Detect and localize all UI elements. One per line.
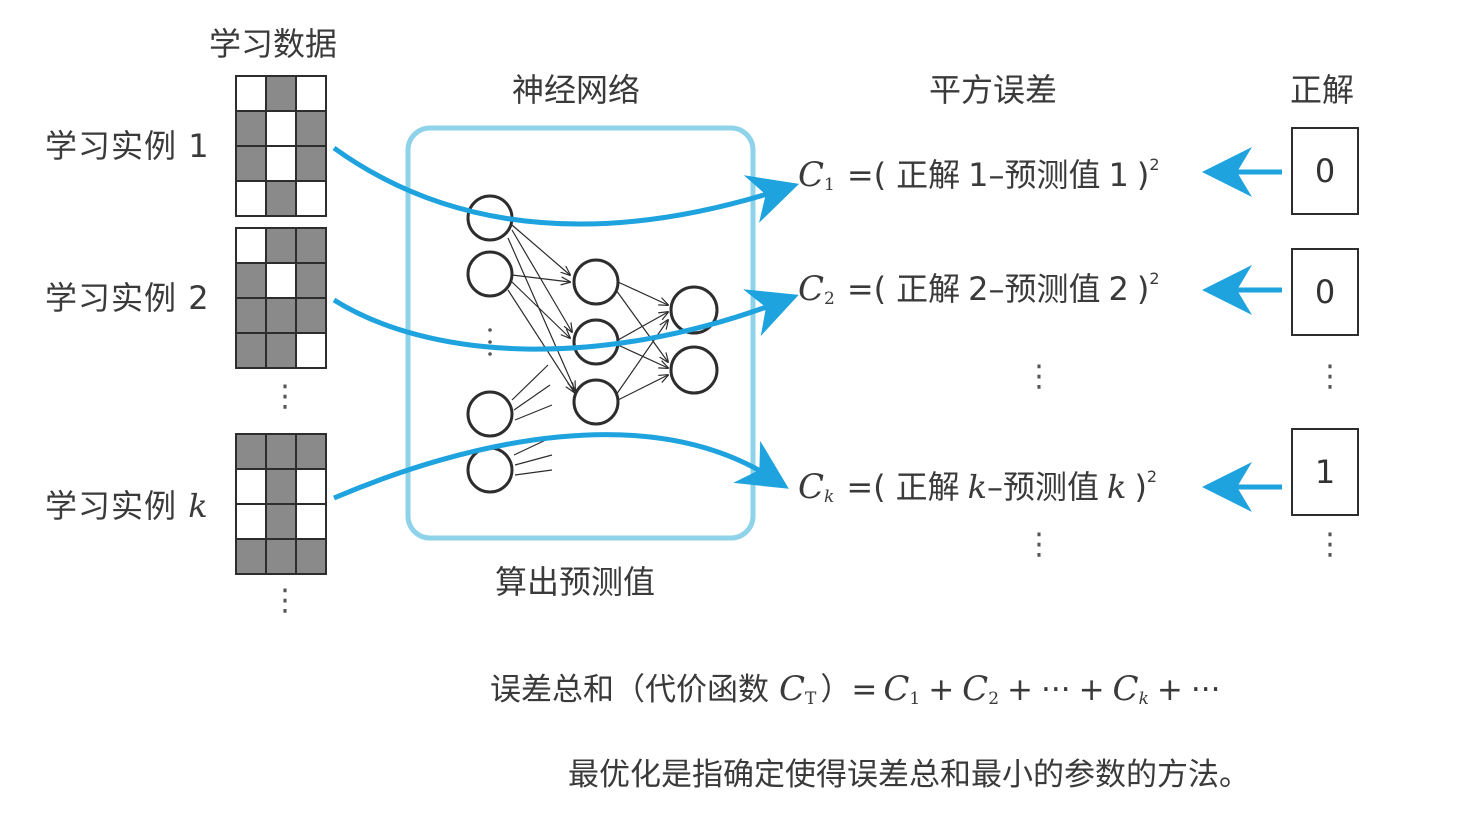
grid-cell: [265, 75, 297, 112]
grid-cell: [265, 468, 297, 505]
flow-arrow-1: [332, 145, 800, 227]
grid-cell: [265, 433, 297, 470]
training-example-grid-k: [235, 433, 327, 575]
examples-ellipsis: ⋮: [270, 379, 300, 414]
grid-cell: [265, 503, 297, 540]
grid-cell: [265, 332, 297, 369]
grid-cell: [295, 180, 327, 217]
error-ellipsis-2: ⋮: [1024, 527, 1054, 562]
conclusion-text: 最优化是指确定使得误差总和最小的参数的方法。: [568, 757, 1250, 793]
grid-cell: [265, 538, 297, 575]
training-example-grid-2: [235, 227, 327, 369]
grid-cell: [295, 297, 327, 334]
output-node: [669, 285, 719, 335]
hidden-node: [572, 318, 620, 366]
grid-cell: [295, 227, 327, 264]
answer-ellipsis-2: ⋮: [1315, 527, 1345, 562]
grid-cell: [265, 180, 297, 217]
neural-network-header: 神经网络: [512, 71, 641, 109]
hidden-node: [572, 258, 620, 306]
grid-cell: [295, 433, 327, 470]
answer-box-k: 1: [1291, 428, 1359, 516]
grid-cell: [265, 110, 297, 147]
example-label-1: 学习实例 1: [45, 127, 210, 165]
input-node: [466, 390, 514, 438]
flow-arrow-2: [332, 289, 799, 352]
training-data-header: 学习数据: [209, 25, 338, 63]
network-connections: [507, 224, 668, 476]
correct-answer-header: 正解: [1290, 71, 1355, 109]
grid-cell: [295, 110, 327, 147]
answer-ellipsis-1: ⋮: [1315, 359, 1345, 394]
grid-cell: [295, 468, 327, 505]
grid-cell: [235, 110, 267, 147]
grid-cell: [235, 75, 267, 112]
hidden-node: [572, 378, 620, 426]
answer-box-2: 0: [1291, 248, 1359, 336]
grid-cell: [295, 332, 327, 369]
grid-cell: [295, 145, 327, 182]
grid-cell: [265, 145, 297, 182]
grid-ellipsis: ⋮: [270, 583, 300, 618]
input-ellipsis: [488, 328, 492, 356]
grid-cell: [235, 297, 267, 334]
network-nodes: [466, 194, 719, 494]
grid-cell: [235, 503, 267, 540]
squared-error-header: 平方误差: [929, 71, 1058, 109]
flow-arrow-k: [333, 432, 789, 501]
grid-cell: [265, 227, 297, 264]
grid-cell: [235, 227, 267, 264]
grid-cell: [295, 262, 327, 299]
example-label-2: 学习实例 2: [45, 279, 210, 317]
grid-cell: [295, 503, 327, 540]
grid-cell: [265, 297, 297, 334]
input-node: [466, 446, 514, 494]
grid-cell: [235, 332, 267, 369]
grid-cell: [235, 468, 267, 505]
grid-cell: [265, 262, 297, 299]
output-node: [669, 345, 719, 395]
grid-cell: [235, 433, 267, 470]
grid-cell: [295, 538, 327, 575]
error-ellipsis-1: ⋮: [1024, 359, 1054, 394]
input-node: [466, 250, 514, 298]
example-label-k: 学习实例 k: [45, 487, 209, 525]
grid-cell: [235, 262, 267, 299]
network-caption: 算出预测值: [495, 563, 656, 601]
grid-cell: [235, 538, 267, 575]
answer-box-1: 0: [1291, 127, 1359, 215]
training-example-grid-1: [235, 75, 327, 217]
grid-cell: [295, 75, 327, 112]
grid-cell: [235, 180, 267, 217]
grid-cell: [235, 145, 267, 182]
